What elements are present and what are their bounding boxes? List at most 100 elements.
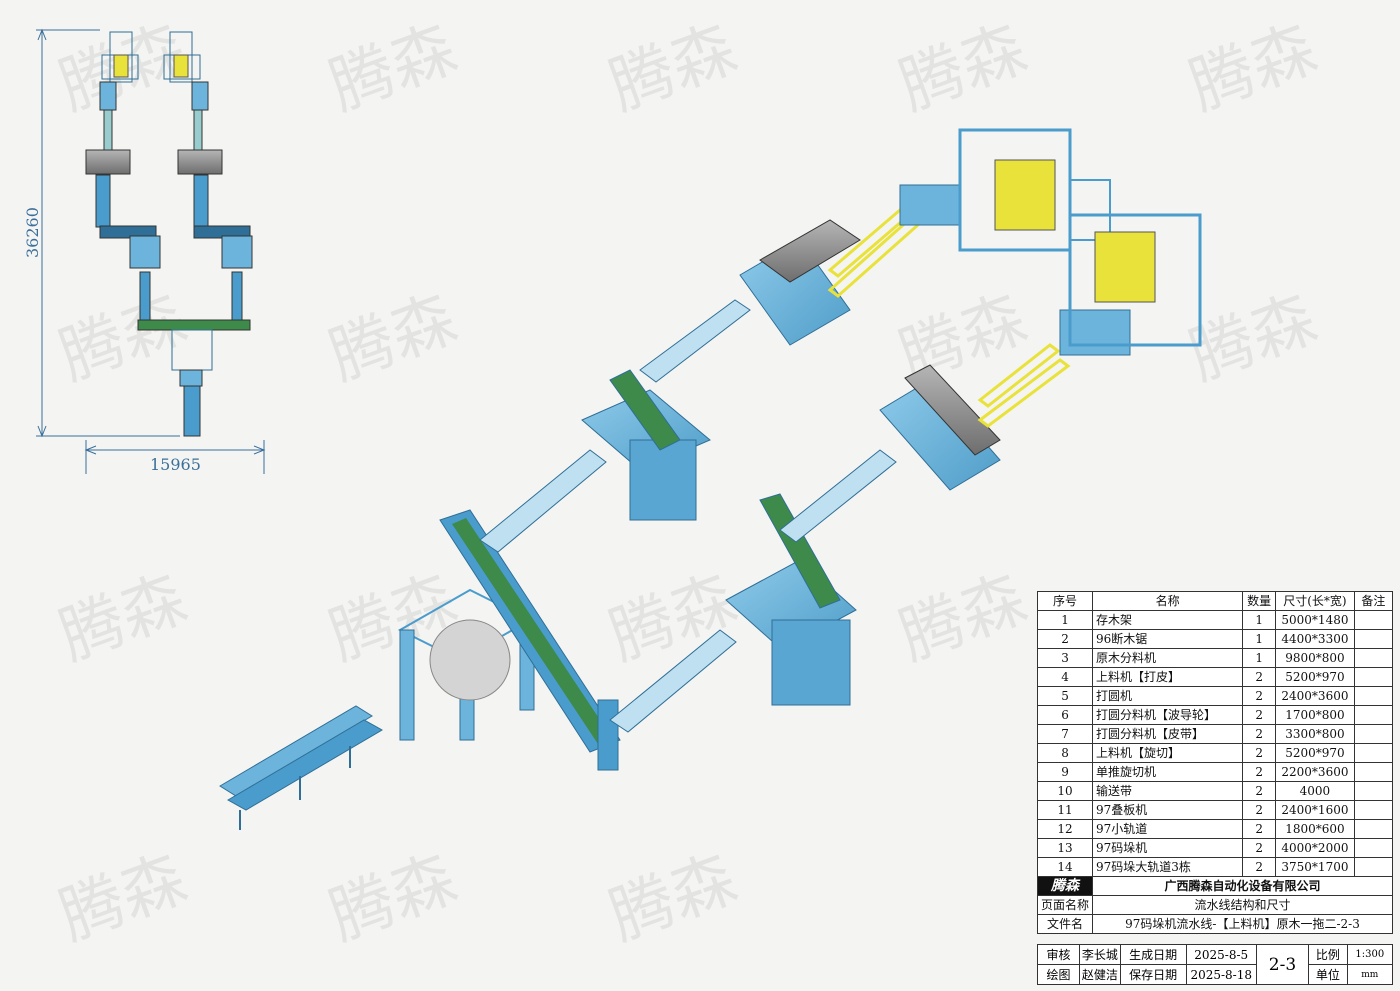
row-remark bbox=[1353, 800, 1394, 820]
file-name: 97码垛机流水线-【上料机】原木一拖二-2-3 bbox=[1092, 914, 1393, 934]
row-size: 4000*2000 bbox=[1275, 838, 1355, 858]
header-remark: 备注 bbox=[1353, 591, 1394, 611]
watermark-text: 腾森 bbox=[600, 562, 746, 675]
watermark-text: 腾森 bbox=[600, 842, 746, 955]
row-quantity: 2 bbox=[1242, 743, 1277, 763]
row-size: 1800*600 bbox=[1275, 819, 1355, 839]
upper-branch bbox=[479, 128, 1111, 553]
row-remark bbox=[1353, 819, 1394, 839]
row-size: 3750*1700 bbox=[1275, 857, 1355, 877]
page-name-label: 页面名称 bbox=[1036, 895, 1094, 915]
row-size: 4400*3300 bbox=[1275, 629, 1355, 649]
saved-date: 2025-8-18 bbox=[1185, 964, 1257, 985]
row-remark bbox=[1353, 743, 1394, 763]
row-size: 3300*800 bbox=[1275, 724, 1355, 744]
reviewer: 李长城 bbox=[1078, 944, 1121, 965]
header-name: 名称 bbox=[1092, 591, 1244, 611]
watermark-text: 腾森 bbox=[50, 562, 196, 675]
row-name: 上料机【打皮】 bbox=[1092, 667, 1244, 687]
row-name: 97码垛机 bbox=[1092, 838, 1244, 858]
row-size: 2400*3600 bbox=[1275, 686, 1355, 706]
row-name: 97码垛大轨道3栋 bbox=[1092, 857, 1244, 877]
row-name: 输送带 bbox=[1092, 781, 1244, 801]
plan-left-branch bbox=[85, 31, 161, 321]
unit-value: mm bbox=[1346, 964, 1394, 985]
row-quantity: 1 bbox=[1242, 610, 1277, 630]
plan-right-branch bbox=[163, 31, 253, 321]
row-size: 5200*970 bbox=[1275, 667, 1355, 687]
parts-list-header: 序号 名称 数量 尺寸(长*宽) 备注 bbox=[1036, 591, 1394, 611]
sheet-number: 2-3 bbox=[1255, 944, 1310, 985]
log-distribution-conveyor bbox=[439, 509, 621, 771]
row-remark bbox=[1353, 705, 1394, 725]
company-name: 广西腾森自动化设备有限公司 bbox=[1092, 876, 1393, 896]
row-quantity: 2 bbox=[1242, 724, 1277, 744]
row-index: 4 bbox=[1036, 667, 1094, 687]
log-storage-rack bbox=[219, 705, 384, 830]
watermark-text: 腾森 bbox=[50, 842, 196, 955]
width-dimension bbox=[84, 440, 266, 474]
row-index: 7 bbox=[1036, 724, 1094, 744]
row-name: 97小轨道 bbox=[1092, 819, 1244, 839]
header-index: 序号 bbox=[1036, 591, 1094, 611]
signature-block: 审核 李长城 生成日期 2025-8-5 2-3 比例 1:300 绘图 赵健洁… bbox=[1037, 944, 1394, 985]
watermark-text: 腾森 bbox=[890, 12, 1036, 125]
row-quantity: 2 bbox=[1242, 800, 1277, 820]
file-name-label: 文件名 bbox=[1036, 914, 1094, 934]
header-size: 尺寸(长*宽) bbox=[1275, 591, 1355, 611]
width-dimension-label: 15965 bbox=[150, 455, 201, 474]
row-index: 12 bbox=[1036, 819, 1094, 839]
drawer-label: 绘图 bbox=[1037, 964, 1080, 985]
row-name: 打圆分料机【皮带】 bbox=[1092, 724, 1244, 744]
row-remark bbox=[1353, 648, 1394, 668]
row-quantity: 2 bbox=[1242, 762, 1277, 782]
row-index: 14 bbox=[1036, 857, 1094, 877]
watermark-text: 腾森 bbox=[1180, 12, 1326, 125]
row-size: 2400*1600 bbox=[1275, 800, 1355, 820]
title-block: 腾森 广西腾森自动化设备有限公司 页面名称 流水线结构和尺寸 文件名 97码垛机… bbox=[1036, 876, 1393, 934]
row-quantity: 2 bbox=[1242, 781, 1277, 801]
row-name: 97叠板机 bbox=[1092, 800, 1244, 820]
row-name: 打圆分料机【波导轮】 bbox=[1092, 705, 1244, 725]
row-quantity: 1 bbox=[1242, 629, 1277, 649]
row-remark bbox=[1353, 724, 1394, 744]
watermark-text: 腾森 bbox=[320, 842, 466, 955]
row-size: 1700*800 bbox=[1275, 705, 1355, 725]
row-name: 打圆机 bbox=[1092, 686, 1244, 706]
row-size: 4000 bbox=[1275, 781, 1355, 801]
row-quantity: 2 bbox=[1242, 686, 1277, 706]
scale-label: 比例 bbox=[1308, 944, 1348, 965]
row-remark bbox=[1353, 781, 1394, 801]
row-index: 5 bbox=[1036, 686, 1094, 706]
row-index: 8 bbox=[1036, 743, 1094, 763]
row-quantity: 2 bbox=[1242, 705, 1277, 725]
row-index: 3 bbox=[1036, 648, 1094, 668]
company-logo: 腾森 bbox=[1036, 876, 1094, 896]
row-index: 6 bbox=[1036, 705, 1094, 725]
row-index: 9 bbox=[1036, 762, 1094, 782]
row-remark bbox=[1353, 857, 1394, 877]
row-name: 上料机【旋切】 bbox=[1092, 743, 1244, 763]
row-name: 单推旋切机 bbox=[1092, 762, 1244, 782]
row-quantity: 2 bbox=[1242, 838, 1277, 858]
row-remark bbox=[1353, 686, 1394, 706]
row-remark bbox=[1353, 838, 1394, 858]
row-quantity: 1 bbox=[1242, 648, 1277, 668]
lower-branch bbox=[609, 213, 1202, 733]
row-index: 13 bbox=[1036, 838, 1094, 858]
watermark-text: 腾森 bbox=[890, 562, 1036, 675]
row-index: 10 bbox=[1036, 781, 1094, 801]
log-cutting-saw bbox=[397, 588, 535, 741]
row-size: 5200*970 bbox=[1275, 743, 1355, 763]
saved-label: 保存日期 bbox=[1119, 964, 1187, 985]
